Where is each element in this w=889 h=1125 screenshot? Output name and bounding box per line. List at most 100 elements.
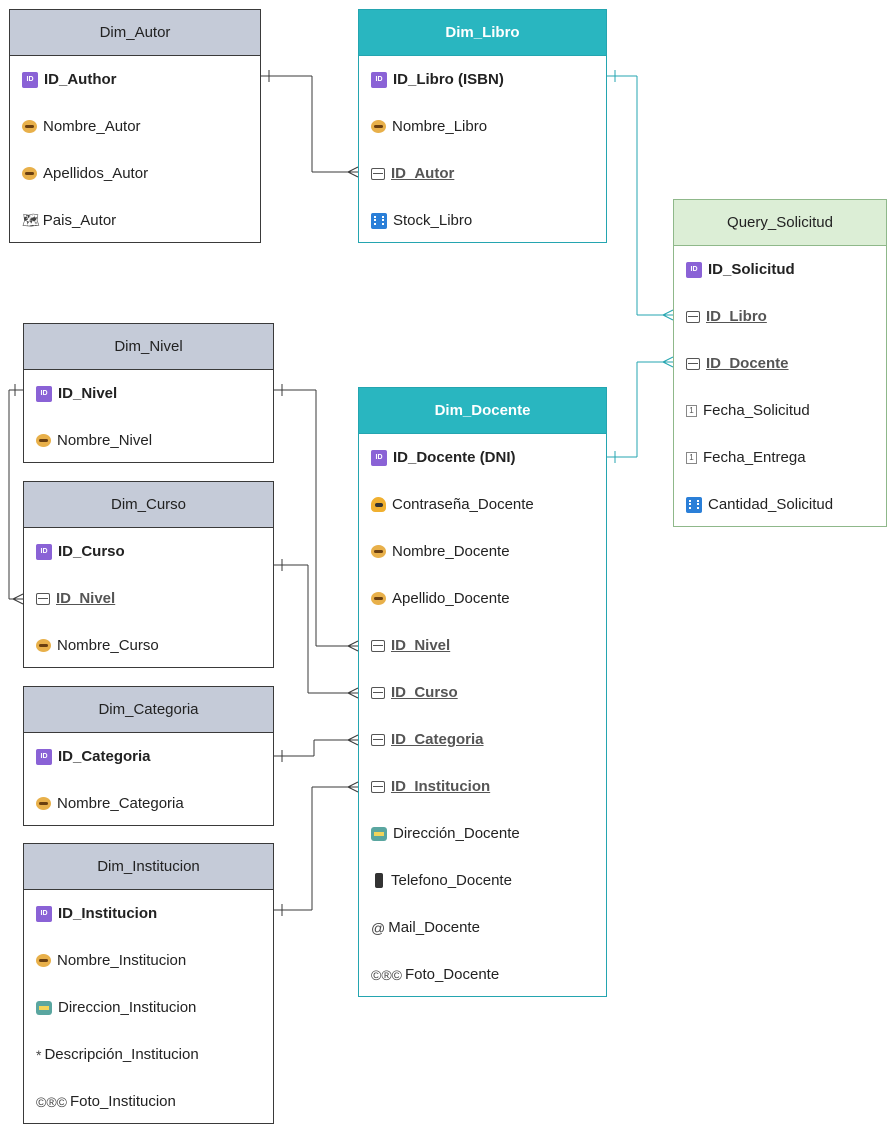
many-marker <box>347 692 359 699</box>
many-marker <box>662 309 674 316</box>
field-row[interactable]: Dirección_Docente <box>359 810 606 857</box>
field-row[interactable]: Nombre_Curso <box>24 622 273 669</box>
table-title: Dim_Nivel <box>24 324 273 370</box>
many-marker <box>347 739 359 746</box>
field-name: Apellidos_Autor <box>43 165 149 182</box>
field-name: Foto_Docente <box>404 966 500 983</box>
many-marker <box>662 356 674 363</box>
field-name: ID_Curso <box>58 543 125 560</box>
field-name: ID_Curso <box>391 684 458 701</box>
field-row[interactable]: ID_Categoria <box>359 716 606 763</box>
table-title: Dim_Institucion <box>24 844 273 890</box>
date-icon: 1 <box>686 451 697 464</box>
field-name: ID_Autor <box>391 165 455 182</box>
date-icon: 1 <box>686 404 697 417</box>
field-row[interactable]: ID_Nivel <box>359 622 606 669</box>
field-name: ID_Docente <box>706 355 789 372</box>
field-name: Apellido_Docente <box>392 590 510 607</box>
text-icon <box>22 120 37 133</box>
field-row[interactable]: Stock_Libro <box>359 197 606 244</box>
field-row[interactable]: Nombre_Libro <box>359 103 606 150</box>
field-row[interactable]: Nombre_Categoria <box>24 780 273 827</box>
text-icon <box>36 639 51 652</box>
field-name: ID_Author <box>44 71 117 88</box>
field-name: ID_Libro <box>706 308 767 325</box>
field-name: Fecha_Solicitud <box>703 402 810 419</box>
field-row[interactable]: 1 Fecha_Solicitud <box>674 387 886 434</box>
field-row[interactable]: Cantidad_Solicitud <box>674 481 886 528</box>
field-row[interactable]: *Descripción_Institucion <box>24 1031 273 1078</box>
field-name: ID_Categoria <box>391 731 484 748</box>
field-name: ID_Nivel <box>391 637 451 654</box>
text-icon <box>22 167 37 180</box>
field-name: Dirección_Docente <box>393 825 520 842</box>
field-row[interactable]: Nombre_Autor <box>10 103 260 150</box>
field-row[interactable]: ID_Institucion <box>359 763 606 810</box>
many-marker <box>347 645 359 652</box>
field-row[interactable]: ID ID_Solicitud <box>674 246 886 293</box>
field-row[interactable]: Apellido_Docente <box>359 575 606 622</box>
field-name: ID_Categoria <box>58 748 151 765</box>
key-icon <box>686 357 700 370</box>
id-icon: ID <box>36 543 52 560</box>
many-marker <box>347 640 359 647</box>
field-name: ID_Docente (DNI) <box>393 449 516 466</box>
field-name: Nombre_Institucion <box>57 952 187 969</box>
field-row[interactable]: Apellidos_Autor <box>10 150 260 197</box>
field-row[interactable]: ©®©Foto_Institucion <box>24 1078 273 1125</box>
bus-icon <box>371 826 387 841</box>
id-icon: ID <box>686 261 702 278</box>
field-name: ID_Solicitud <box>708 261 795 278</box>
id-icon: ID <box>36 385 52 402</box>
field-name: Cantidad_Solicitud <box>708 496 834 513</box>
field-row[interactable]: Contraseña_Docente <box>359 481 606 528</box>
field-row[interactable]: Telefono_Docente <box>359 857 606 904</box>
field-name: ID_Nivel <box>56 590 116 607</box>
field-row[interactable]: @Mail_Docente <box>359 904 606 951</box>
text-icon <box>36 434 51 447</box>
field-row[interactable]: Nombre_Docente <box>359 528 606 575</box>
field-row[interactable]: ID ID_Curso <box>24 528 273 575</box>
field-name: Nombre_Autor <box>43 118 141 135</box>
field-row[interactable]: ID ID_Docente (DNI) <box>359 434 606 481</box>
many-marker <box>662 314 674 321</box>
field-name: Nombre_Docente <box>392 543 510 560</box>
table-title: Dim_Categoria <box>24 687 273 733</box>
field-row[interactable]: ID_Docente <box>674 340 886 387</box>
many-marker <box>12 598 24 605</box>
field-name: Nombre_Categoria <box>57 795 184 812</box>
table-title: Query_Solicitud <box>674 200 886 246</box>
field-row[interactable]: Nombre_Nivel <box>24 417 273 464</box>
text-icon <box>371 592 386 605</box>
field-name: ID_Institucion <box>391 778 491 795</box>
table-title: Dim_Autor <box>10 10 260 56</box>
field-name: ID_Institucion <box>58 905 158 922</box>
key-icon <box>371 167 385 180</box>
field-row[interactable]: ID_Nivel <box>24 575 273 622</box>
id-icon: ID <box>371 449 387 466</box>
many-marker <box>347 687 359 694</box>
field-row[interactable]: ID_Autor <box>359 150 606 197</box>
field-row[interactable]: ©®©Foto_Docente <box>359 951 606 998</box>
field-row[interactable]: ID_Curso <box>359 669 606 716</box>
field-row[interactable]: Direccion_Institucion <box>24 984 273 1031</box>
text-icon <box>371 120 386 133</box>
field-row[interactable]: ID_Libro <box>674 293 886 340</box>
field-row[interactable]: 🗺Pais_Autor <box>10 197 260 244</box>
field-row[interactable]: Nombre_Institucion <box>24 937 273 984</box>
